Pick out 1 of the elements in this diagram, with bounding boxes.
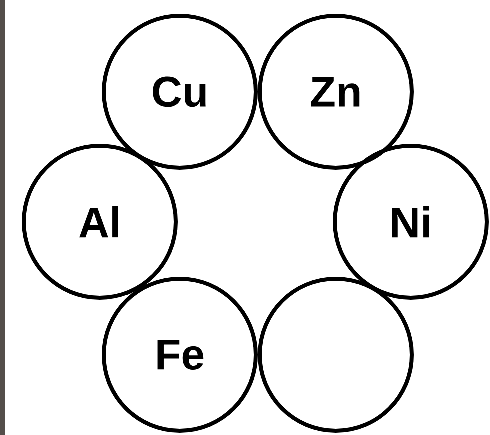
empty-circle (258, 276, 414, 433)
